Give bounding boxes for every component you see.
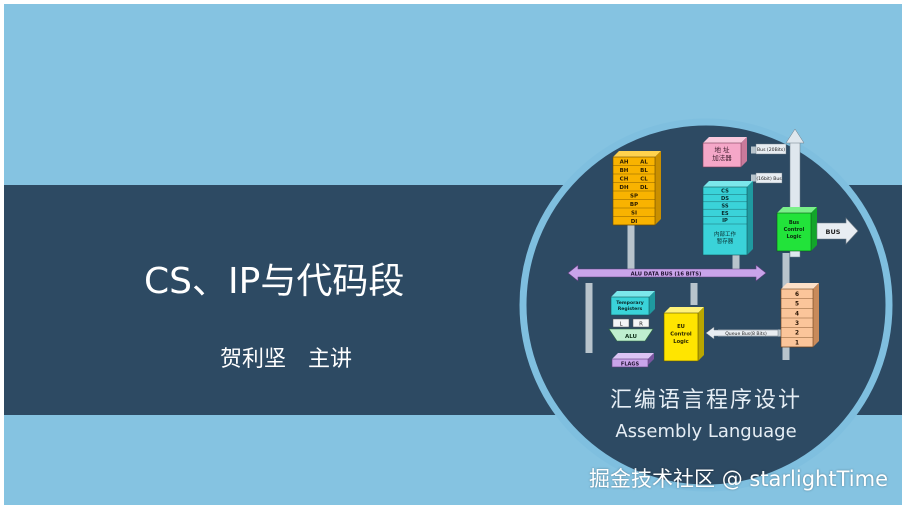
register-sp: SP (630, 194, 638, 200)
register-si: SI (631, 211, 637, 217)
alu-data-bus-text: ALU DATA BUS (16 BITS) (631, 272, 702, 278)
queue-slot-3: 3 (795, 321, 799, 327)
bus-label: BUS (826, 228, 841, 236)
queue-slot-6: 6 (795, 292, 799, 298)
address-adder: 地 址加法器 (702, 137, 747, 168)
alu-input-l: L (619, 322, 623, 328)
address-bus-arrow (785, 128, 805, 258)
register-es: ES (721, 211, 729, 217)
register-ip: IP (722, 218, 728, 224)
register-dh: DH (619, 185, 629, 191)
alu-data-bus: ALU DATA BUS (16 BITS) (567, 264, 767, 282)
register-cs: CS (721, 189, 729, 195)
register-ds: DS (721, 196, 729, 202)
register-bp: BP (630, 202, 638, 208)
register-cl: CL (640, 177, 648, 183)
queue-bus-text: Queue Bus(8 Bits) (725, 331, 767, 337)
slide: CS、IP与代码段 贺利坚 主讲 (4, 4, 902, 505)
register-ah: AH (620, 160, 629, 166)
internal-register-caption: 暂存器 (717, 237, 734, 245)
internal-register-caption: 内部工作 (714, 230, 737, 238)
register-bh: BH (620, 168, 629, 174)
queue-slot-1: 1 (795, 340, 799, 346)
queue-slot-5: 5 (795, 302, 799, 308)
bus-16bits-label: (16bit) Bus (755, 172, 782, 184)
watermark: 掘金技术社区 @ starlightTime (589, 467, 888, 491)
register-al: AL (640, 160, 648, 166)
queue-slot-2: 2 (795, 331, 799, 337)
queue-bus: Queue Bus(8 Bits) (705, 326, 779, 340)
bus-20bits-label: Bus (20Bits) (755, 143, 787, 155)
bus-20bits-text: Bus (20Bits) (757, 147, 785, 153)
queue-slot-4: 4 (795, 311, 799, 317)
register-di: DI (631, 219, 638, 225)
presenter: 贺利坚 主讲 (220, 347, 353, 372)
address-adder-text: 地 址加法器 (712, 145, 732, 162)
external-bus-arrow: BUS (816, 217, 859, 245)
instruction-queue: 6 5 4 3 2 1 (780, 283, 819, 348)
slide-title: CS、IP与代码段 (144, 261, 405, 302)
alu-text: ALU (625, 334, 637, 340)
alu-unit: L R ALU (608, 318, 654, 342)
flags-text: FLAGS (621, 362, 640, 368)
register-bl: BL (640, 168, 648, 174)
course-name-en: Assembly Language (615, 421, 796, 442)
course-name: 汇编语言程序设计 (610, 388, 802, 413)
flags-register: FLAGS (611, 353, 654, 368)
bus-16bits-text: (16bit) Bus (756, 176, 782, 182)
register-dl: DL (640, 185, 649, 191)
register-ch: CH (620, 177, 629, 183)
alu-input-r: R (639, 322, 643, 328)
register-ss: SS (721, 203, 729, 209)
